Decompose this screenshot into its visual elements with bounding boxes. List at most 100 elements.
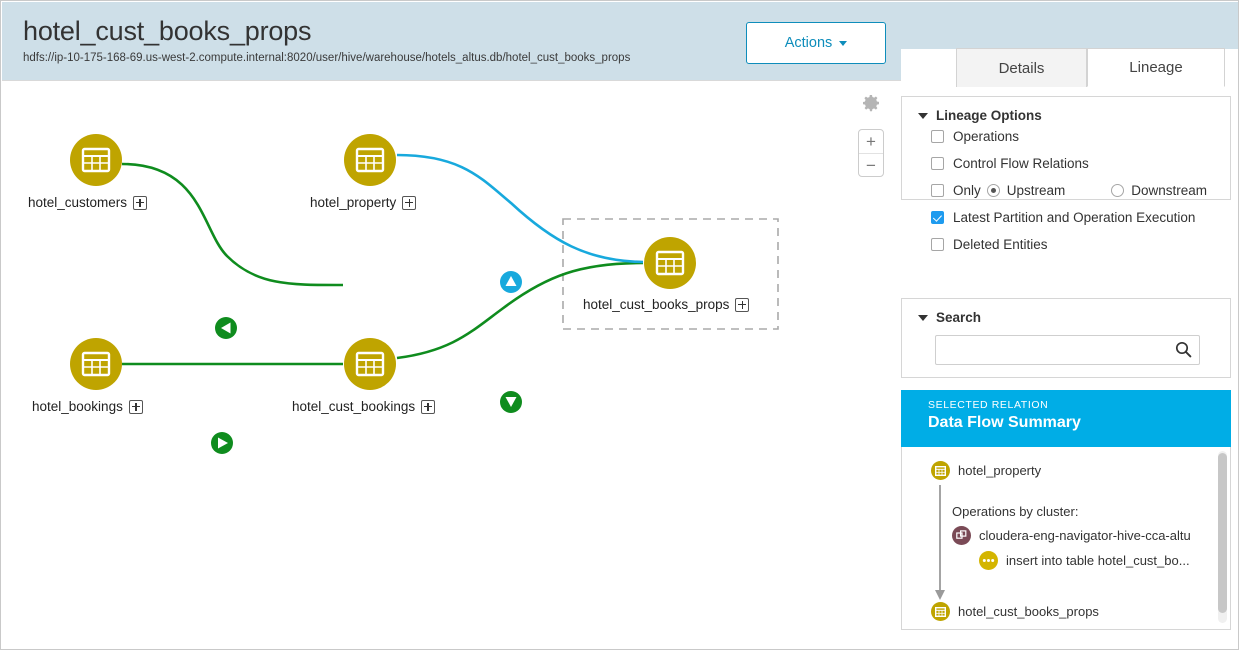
summary-operation-label: insert into table hotel_cust_bo...	[1006, 553, 1190, 568]
search-input[interactable]	[935, 335, 1200, 365]
table-icon	[931, 461, 950, 480]
node-label-text: hotel_cust_books_props	[583, 297, 730, 312]
data-flow-summary-panel: SELECTED RELATION Data Flow Summary	[901, 390, 1231, 630]
node-label-hotel-cust-bookings[interactable]: hotel_cust_bookings	[292, 399, 436, 414]
checkbox-only[interactable]	[931, 184, 944, 197]
node-hotel-cust-bookings[interactable]	[344, 338, 396, 390]
lineage-canvas[interactable]: hotel_customers hotel_bookings hotel_pro…	[2, 80, 901, 637]
chevron-down-icon	[839, 40, 848, 46]
zoom-out-button[interactable]: −	[866, 155, 876, 175]
cluster-icon	[952, 526, 971, 545]
expand-icon[interactable]	[421, 399, 436, 414]
node-label-hotel-property[interactable]: hotel_property	[310, 195, 417, 210]
search-header[interactable]: Search	[902, 299, 1230, 325]
checkbox-latest-partition[interactable]	[931, 211, 944, 224]
option-label: Latest Partition and Operation Execution	[953, 210, 1196, 225]
radio-label-upstream: Upstream	[1006, 183, 1066, 198]
tabstrip-background	[901, 2, 1238, 49]
entity-path: hdfs://ip-10-175-168-69.us-west-2.comput…	[23, 52, 631, 64]
table-icon	[655, 250, 685, 276]
edge-marker-left-green[interactable]	[215, 317, 237, 339]
radio-upstream[interactable]	[986, 184, 1000, 197]
summary-kicker: SELECTED RELATION	[928, 399, 1049, 411]
radio-downstream[interactable]	[1111, 184, 1125, 197]
summary-source-entity[interactable]: hotel_property	[931, 461, 1041, 480]
table-icon	[355, 147, 385, 173]
page-header: hotel_cust_books_props hdfs://ip-10-175-…	[2, 2, 901, 80]
summary-body: hotel_property Operations by cluster: cl…	[901, 447, 1231, 630]
expand-icon[interactable]	[735, 297, 750, 312]
search-icon[interactable]	[1175, 341, 1192, 363]
gear-icon[interactable]	[859, 91, 883, 115]
page-title: hotel_cust_books_props	[23, 16, 312, 46]
summary-title: Data Flow Summary	[928, 414, 1081, 431]
edge-property-to-props[interactable]	[396, 153, 644, 264]
edge-marker-down-green[interactable]	[500, 391, 522, 413]
expand-icon[interactable]	[128, 399, 143, 414]
lineage-options-panel: Lineage Options Operations Control Flow …	[901, 96, 1231, 252]
radio-label-downstream: Downstream	[1131, 183, 1208, 198]
search-panel: Search	[901, 298, 1231, 378]
summary-scrollbar-thumb[interactable]	[1218, 453, 1227, 613]
option-label: Operations	[953, 129, 1020, 144]
node-label-hotel-customers[interactable]: hotel_customers	[28, 195, 148, 210]
node-label-text: hotel_property	[310, 195, 397, 210]
checkbox-control-flow-relations[interactable]	[931, 157, 944, 170]
table-icon	[931, 602, 950, 621]
cluster-glyph	[956, 530, 967, 539]
summary-cluster-label: cloudera-eng-navigator-hive-cca-altu	[979, 528, 1191, 543]
search-field-wrap	[935, 335, 1200, 365]
tab-lineage[interactable]: Lineage	[1087, 48, 1225, 87]
table-glyph	[935, 606, 946, 617]
summary-target-entity[interactable]: hotel_cust_books_props	[931, 602, 1099, 621]
option-control-flow-relations[interactable]: Control Flow Relations	[931, 150, 1230, 177]
node-label-hotel-cust-books-props[interactable]: hotel_cust_books_props	[583, 297, 750, 312]
expand-icon[interactable]	[402, 195, 417, 210]
search-title: Search	[936, 310, 982, 325]
option-deleted-entities[interactable]: Deleted Entities	[931, 231, 1230, 258]
node-label-hotel-bookings[interactable]: hotel_bookings	[32, 399, 143, 414]
node-hotel-property[interactable]	[344, 134, 396, 186]
lineage-options-title: Lineage Options	[936, 108, 1042, 123]
lineage-options-header[interactable]: Lineage Options	[902, 97, 1230, 123]
table-icon	[81, 351, 111, 377]
actions-button-label: Actions	[784, 35, 833, 51]
chevron-down-icon	[918, 112, 928, 119]
actions-button[interactable]: Actions	[746, 22, 886, 64]
table-glyph	[935, 465, 946, 476]
node-hotel-cust-books-props[interactable]	[644, 237, 696, 289]
option-operations[interactable]: Operations	[931, 123, 1230, 150]
summary-target-label: hotel_cust_books_props	[958, 604, 1099, 619]
table-icon	[355, 351, 385, 377]
table-icon	[81, 147, 111, 173]
edge-marker-up-blue[interactable]	[500, 271, 522, 293]
option-latest-partition[interactable]: Latest Partition and Operation Execution	[931, 204, 1230, 231]
node-hotel-bookings[interactable]	[70, 338, 122, 390]
magnifier-glyph	[1175, 341, 1192, 358]
zoom-controls[interactable]: + −	[858, 129, 884, 177]
option-label: Control Flow Relations	[953, 156, 1089, 171]
option-label: Deleted Entities	[953, 237, 1048, 252]
zoom-in-button[interactable]: +	[859, 130, 883, 154]
lineage-graph	[70, 134, 779, 454]
edge-cust-bookings-to-props[interactable]	[396, 261, 644, 360]
option-only-direction[interactable]: Only Upstream Downstream	[931, 177, 1230, 204]
summary-operations-label: Operations by cluster:	[952, 504, 1079, 519]
summary-flow-arrow	[935, 485, 945, 600]
tab-bar: Details Lineage	[901, 48, 1238, 87]
checkbox-operations[interactable]	[931, 130, 944, 143]
summary-operation-row[interactable]: insert into table hotel_cust_bo...	[979, 551, 1190, 570]
operation-icon	[979, 551, 998, 570]
checkbox-deleted-entities[interactable]	[931, 238, 944, 251]
node-hotel-customers[interactable]	[70, 134, 122, 186]
summary-header: SELECTED RELATION Data Flow Summary	[901, 390, 1231, 447]
tab-details[interactable]: Details	[956, 48, 1087, 87]
chevron-down-icon	[918, 314, 928, 321]
edge-customers-to-cust-bookings[interactable]	[121, 162, 344, 287]
edge-marker-play-green[interactable]	[211, 432, 233, 454]
expand-icon[interactable]	[133, 195, 148, 210]
option-label-only: Only	[953, 183, 981, 198]
summary-source-label: hotel_property	[958, 463, 1042, 478]
summary-cluster-row[interactable]: cloudera-eng-navigator-hive-cca-altu	[952, 526, 1191, 545]
